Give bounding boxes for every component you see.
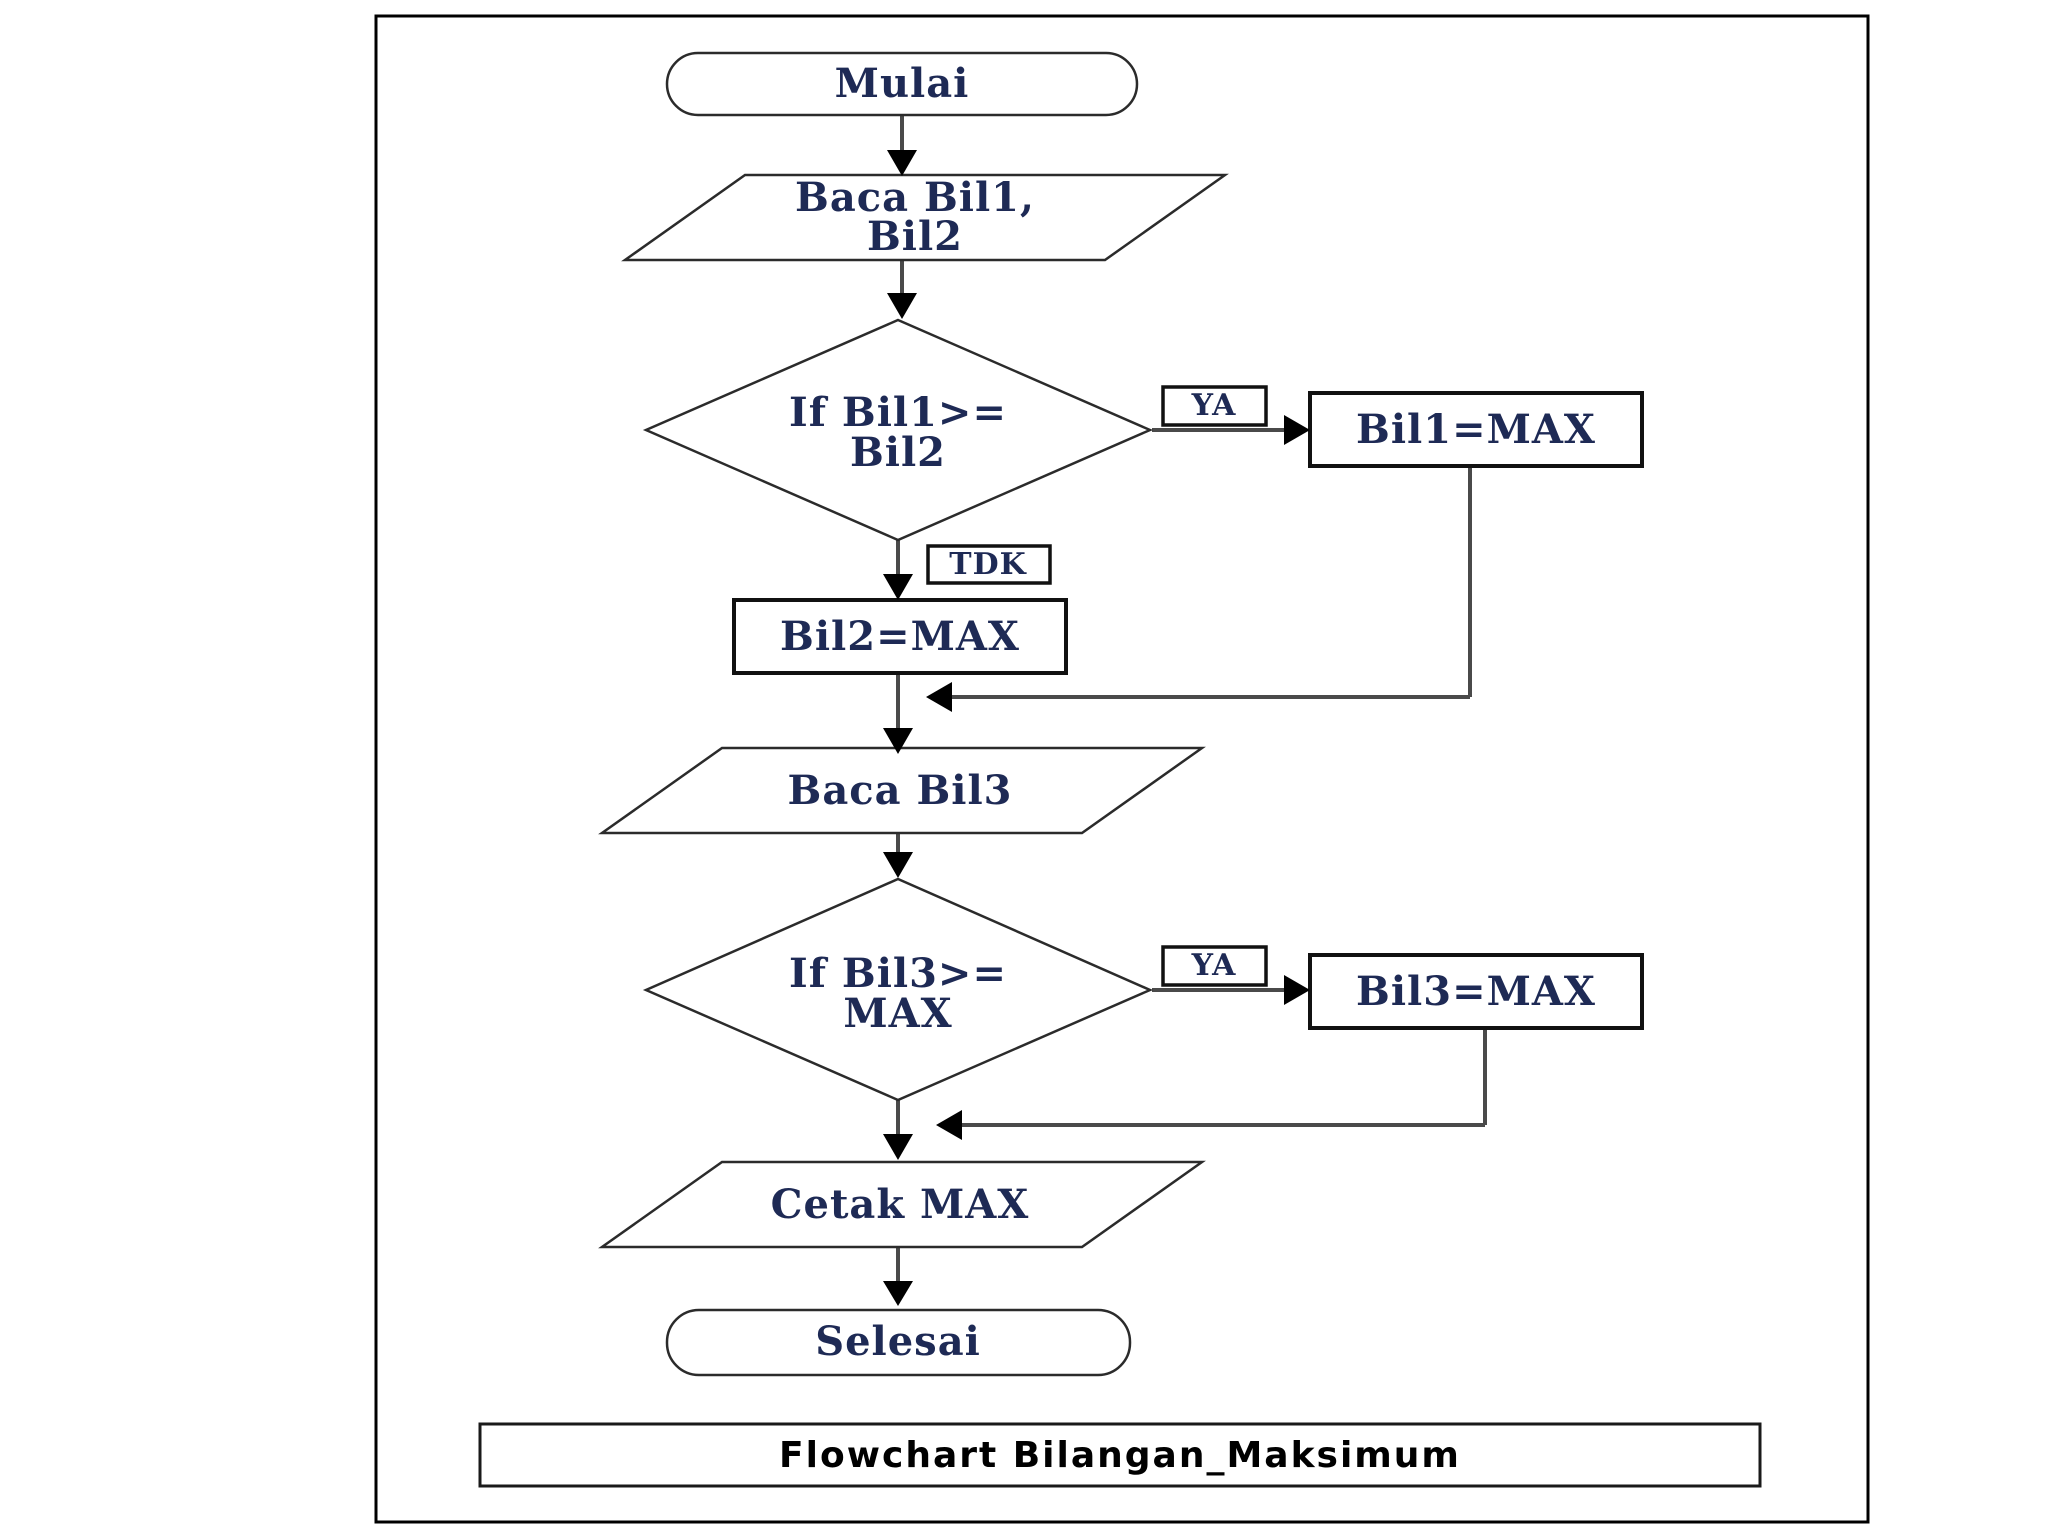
io2-label: Baca Bil3 [787, 767, 1013, 814]
decision2-yes-label-box [1161, 945, 1268, 987]
decision2-label-line1: If Bil3>= [789, 950, 1007, 997]
arrowhead-into-io2 [883, 728, 913, 754]
process3-label: Bil3=MAX [1356, 968, 1596, 1015]
io3-parallelogram-shape [598, 1160, 1206, 1249]
decision2-diamond-shape [642, 877, 1154, 1102]
arrowhead-into-process2 [883, 574, 913, 600]
process2-label: Bil2=MAX [780, 613, 1020, 660]
arrowhead-into-decision2 [883, 852, 913, 878]
decision2-yes-label: YA [1191, 948, 1237, 983]
arrowhead-into-io1 [887, 150, 917, 176]
io3-label: Cetak MAX [770, 1181, 1030, 1228]
caption-label: Flowchart Bilangan_Maksimum [779, 1435, 1461, 1476]
decision1-yes-label-box [1161, 385, 1268, 427]
decision1-no-label: TDK [949, 547, 1027, 582]
process2-box-shape [732, 598, 1068, 675]
io1-parallelogram-shape [621, 173, 1229, 262]
decision1-label-line2: Bil2 [849, 429, 947, 476]
decision2-label-line2: MAX [843, 990, 953, 1037]
arrowhead-into-decision1 [887, 293, 917, 319]
arrowhead-into-process1 [1284, 415, 1310, 445]
process3-box-shape [1308, 953, 1644, 1030]
decision1-diamond-shape [642, 318, 1154, 542]
diagram-border [374, 14, 1870, 1524]
decision1-yes-label: YA [1191, 388, 1237, 423]
decision1-no-label-box [926, 544, 1052, 585]
decision1-label-line1: If Bil1>= [789, 389, 1007, 436]
arrowhead-join1-left [926, 682, 952, 712]
arrowhead-into-io3 [883, 1134, 913, 1160]
caption-box [478, 1422, 1762, 1488]
process1-box-shape [1308, 391, 1644, 468]
io1-label-line1: Baca Bil1, [795, 174, 1035, 221]
arrowhead-into-end [883, 1281, 913, 1306]
end-label: Selesai [815, 1318, 981, 1365]
start-label: Mulai [834, 60, 970, 107]
process1-label: Bil1=MAX [1356, 406, 1596, 453]
io1-label-line2: Bil2 [866, 213, 964, 260]
start-terminator-shape [665, 51, 1139, 117]
arrowhead-into-process3 [1284, 975, 1310, 1005]
end-terminator-shape [665, 1308, 1132, 1377]
arrowhead-join2-left [936, 1110, 962, 1140]
io2-parallelogram-shape [598, 746, 1206, 835]
